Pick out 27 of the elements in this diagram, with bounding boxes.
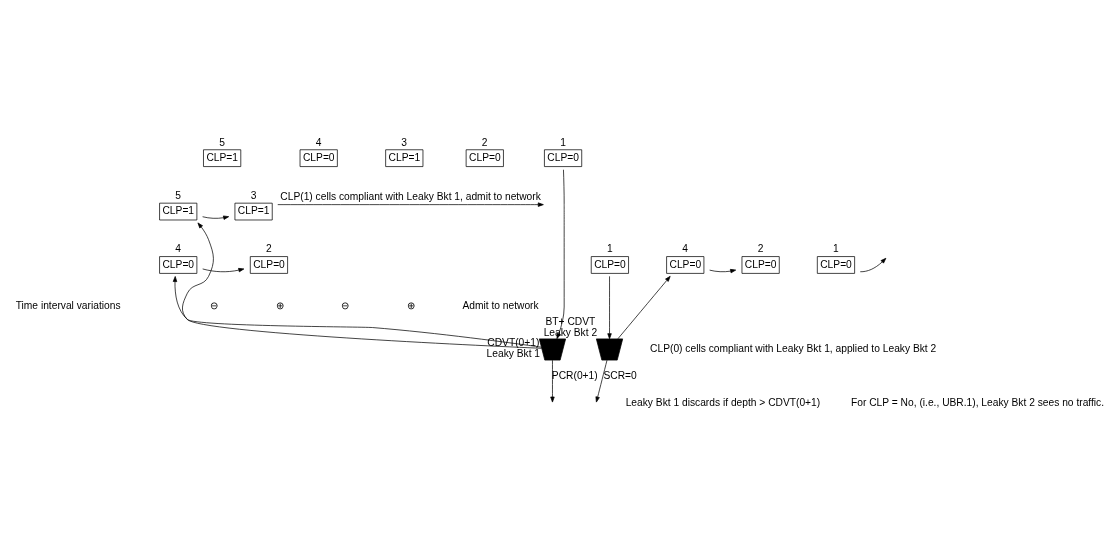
node-label: 4 xyxy=(175,242,181,254)
label: Time interval variations xyxy=(15,299,121,311)
label: CLP(0) cells compliant with Leaky Bkt 1, applied to Leaky Bkt 2 xyxy=(650,342,937,354)
label: ⊕ xyxy=(407,299,416,311)
edge-label: CLP(1) cells compliant with Leaky Bkt 1, admit to network xyxy=(280,190,541,202)
node-label: 3 xyxy=(401,136,408,148)
node-label: 2 xyxy=(481,136,488,148)
node-label: Leaky Bkt 1 xyxy=(486,347,541,359)
node-label: 4 xyxy=(682,242,689,254)
label: ⊖ xyxy=(341,299,350,311)
node-label: 1 xyxy=(833,242,839,254)
node-label: 1 xyxy=(560,136,566,148)
label: Leaky Bkt 1 discards if depth > CDVT(0+1) xyxy=(625,396,821,408)
label: Admit to network xyxy=(462,299,539,311)
node-label: 4 xyxy=(315,136,322,148)
label: ⊕ xyxy=(275,299,284,311)
node-label: 2 xyxy=(757,242,764,254)
node-label: 3 xyxy=(250,189,257,201)
node-label: 1 xyxy=(606,242,613,254)
label: For CLP = No, (i.e., UBR.1), Leaky Bkt 2 sees no traffic. xyxy=(851,396,1105,408)
label: ⊖ xyxy=(209,299,218,311)
edge-label: SCR=0 xyxy=(603,369,637,381)
node-label: Leaky Bkt 2 xyxy=(543,326,598,338)
node-label: 5 xyxy=(175,189,181,201)
node-label: 5 xyxy=(219,136,225,148)
node-label: 2 xyxy=(266,242,272,254)
node-label: BT+ CDVT xyxy=(545,315,596,327)
